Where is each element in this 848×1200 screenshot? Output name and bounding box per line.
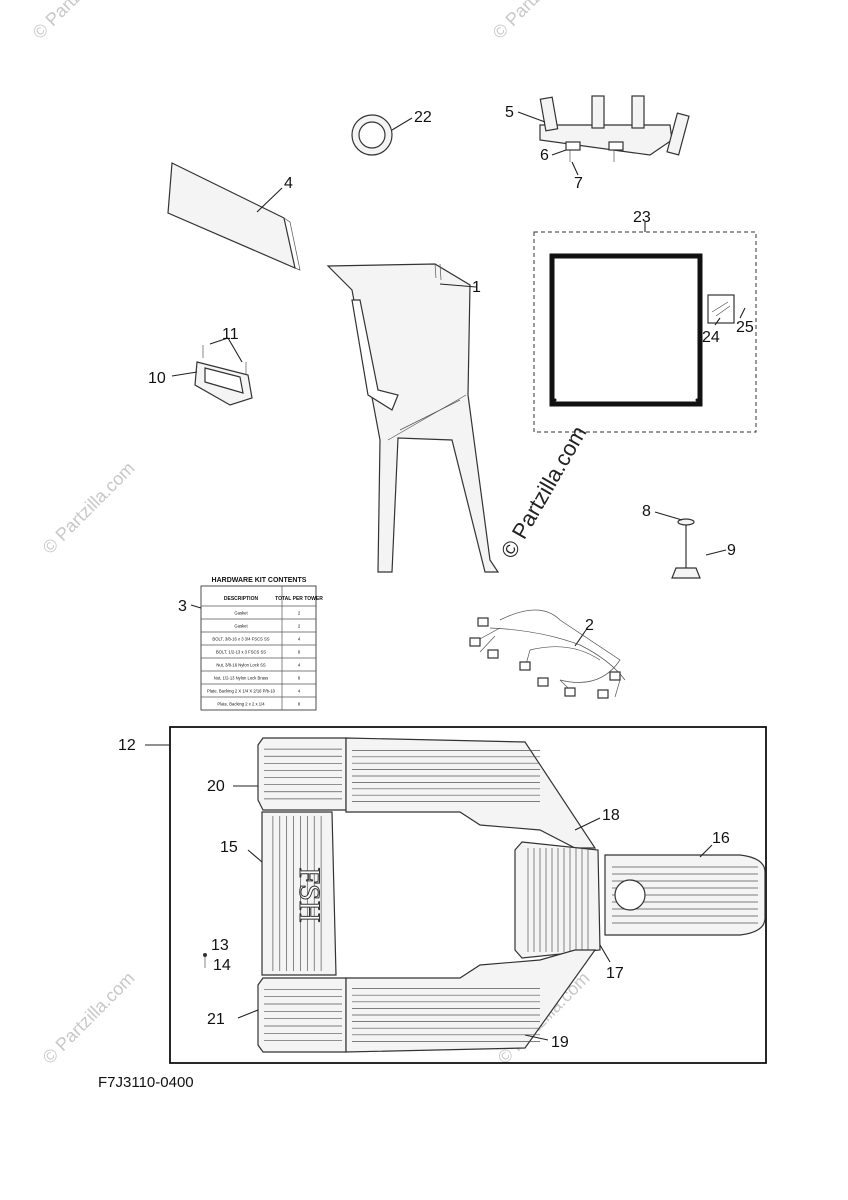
callout-16: 16 <box>712 830 730 847</box>
deck-logo: FSH <box>293 867 326 922</box>
callout-10: 10 <box>148 370 166 387</box>
callout-6: 6 <box>540 147 549 164</box>
hardware-table-cell: 4 <box>298 689 301 694</box>
callout-11: 11 <box>222 326 239 343</box>
callout-17: 17 <box>606 965 624 982</box>
part-1-tower <box>326 263 500 573</box>
callout-7: 7 <box>574 175 583 192</box>
part-23-display <box>533 222 757 433</box>
callout-24: 24 <box>702 329 720 346</box>
hardware-table-cell: BOLT, 3/8-16 x 3 3/4 FSCS SS <box>212 637 269 642</box>
hardware-table-cell: 4 <box>298 637 301 642</box>
callout-20: 20 <box>207 778 225 795</box>
hardware-table-cell: BOLT, 1/2-13 x 3 FSCS SS <box>216 650 266 655</box>
hardware-table-cell: 4 <box>298 663 301 668</box>
hardware-table-header: TOTAL PER TOWER <box>275 596 323 602</box>
callout-4: 4 <box>284 175 293 192</box>
part-22-ring <box>351 114 413 156</box>
hardware-table-title: HARDWARE KIT CONTENTS <box>212 577 307 584</box>
hardware-table-cell: 8 <box>298 676 301 681</box>
part-10-light <box>171 337 253 406</box>
callout-21: 21 <box>207 1011 225 1028</box>
part-12-deck-kit: FSH <box>145 726 767 1064</box>
callout-18: 18 <box>602 807 620 824</box>
callout-8: 8 <box>642 503 651 520</box>
callout-3: 3 <box>178 598 187 615</box>
callout-12: 12 <box>118 737 136 754</box>
callout-9: 9 <box>727 542 736 559</box>
part-2-harness <box>469 609 626 699</box>
callout-14: 14 <box>213 957 231 974</box>
callout-15: 15 <box>220 839 238 856</box>
callout-19: 19 <box>551 1034 569 1051</box>
drawing-id: F7J3110-0400 <box>98 1074 194 1091</box>
watermark: © Partzilla.com <box>39 968 139 1068</box>
hardware-table-cell: 2 <box>298 624 301 629</box>
callout-5: 5 <box>505 104 514 121</box>
callout-25: 25 <box>736 319 754 336</box>
hardware-table-cell: Gasket <box>234 611 248 616</box>
hardware-table-header: DESCRIPTION <box>224 596 259 602</box>
watermark: © Partzilla.com <box>39 458 139 558</box>
hardware-table-cell: Nut, 3/8-16 Nylon Lock SS <box>216 663 266 668</box>
part-3-hardware-table: HARDWARE KIT CONTENTS DESCRIPTION TOTAL … <box>190 577 323 711</box>
callout-2: 2 <box>585 617 594 634</box>
callout-23: 23 <box>633 209 651 226</box>
part-5-rod-holder <box>517 95 690 176</box>
callout-22: 22 <box>414 109 432 126</box>
hardware-table-cell: Gasket <box>234 624 248 629</box>
hardware-table-cell: Nut, 1/2-13 Nylon Lock Brass <box>214 676 268 681</box>
watermark-large: © Partzilla.com <box>496 422 592 563</box>
hardware-table-cell: Plate, Backing 2 x 2 x 1/4 <box>217 702 265 707</box>
watermark: © Partzilla.com <box>489 0 589 43</box>
callout-labels: 1 2 3 4 5 6 7 8 9 10 11 12 13 14 15 16 1… <box>118 104 754 1051</box>
hardware-table-cell: 2 <box>298 611 301 616</box>
hardware-table-cell: Plate, Backing 2 X 1/4 X 2/16 P/b-10 <box>207 689 276 694</box>
watermark: © Partzilla.com <box>29 0 129 43</box>
callout-13: 13 <box>211 937 229 954</box>
hardware-table-cell: 8 <box>298 650 301 655</box>
callout-1: 1 <box>472 279 481 296</box>
hardware-table-cell: 8 <box>298 702 301 707</box>
part-4-panel <box>167 162 301 271</box>
part-8-stand <box>654 511 727 579</box>
